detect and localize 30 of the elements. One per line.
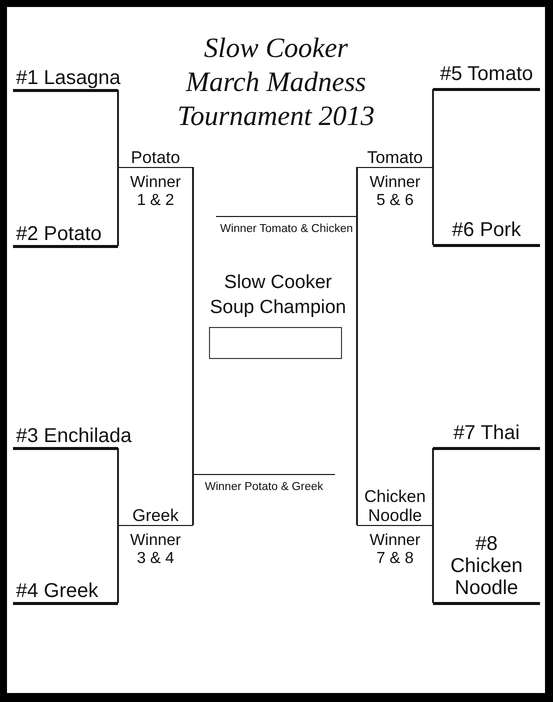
bracket-line — [356, 216, 358, 525]
bracket-line — [117, 166, 119, 246]
bracket-line — [432, 166, 434, 245]
winner-entry: Potato — [118, 148, 193, 168]
bracket-line — [432, 524, 434, 603]
winner-entry: Chicken Noodle — [357, 486, 433, 526]
bracket-line — [117, 90, 119, 168]
team-entry: #7 Thai — [433, 422, 540, 450]
team-entry: #5 Tomato — [433, 62, 540, 90]
team-entry: #3 Enchilada — [13, 424, 134, 450]
bracket-line — [117, 524, 119, 603]
bracket-line — [356, 167, 358, 218]
bracket-line — [432, 448, 434, 526]
bracket-line — [117, 448, 119, 526]
slot-label: Winner 7 & 8 — [368, 532, 422, 568]
winner-entry: Tomato — [357, 148, 433, 168]
team-entry: #4 Greek — [13, 580, 118, 604]
team-entry: #8 Chicken Noodle — [433, 532, 540, 604]
team-entry: #6 Pork — [433, 218, 540, 246]
bracket-line — [432, 89, 434, 168]
winner-slot: Winner Tomato & Chicken — [216, 216, 357, 236]
winner-slot: Winner Potato & Greek — [193, 474, 335, 494]
bracket-line — [192, 474, 194, 525]
bracket-line — [192, 167, 194, 476]
champion-heading: Slow Cooker Soup Champion — [208, 271, 348, 320]
winner-entry: Greek — [118, 506, 193, 526]
slot-label: Winner 5 & 6 — [368, 174, 422, 210]
diagram-title: Slow Cooker March Madness Tournament 2013 — [176, 32, 376, 134]
slot-label: Winner 1 & 2 — [129, 174, 182, 210]
slot-label: Winner 3 & 4 — [129, 532, 182, 568]
